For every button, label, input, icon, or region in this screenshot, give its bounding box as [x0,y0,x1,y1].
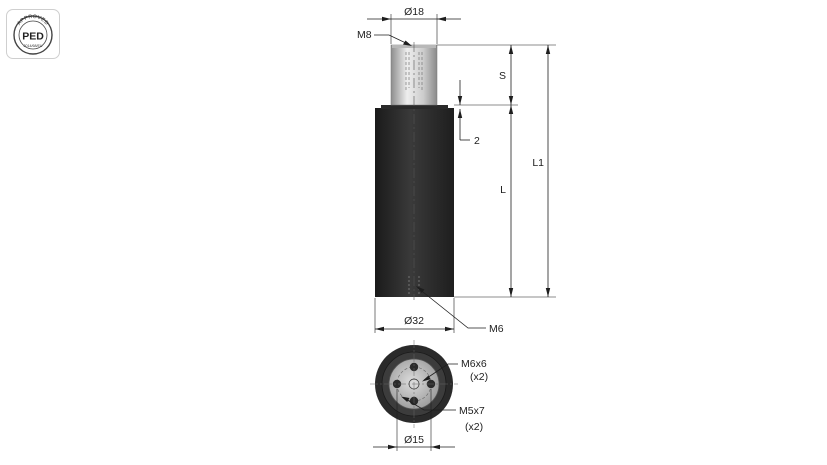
dim-bolt-circle: Ø15 [404,434,424,446]
base-hidden-thread [408,276,420,296]
badge-outer-ring [13,15,53,55]
side-view [375,42,454,300]
dim-end-thread-a-qty: (x2) [470,371,488,383]
rod-hidden-thread [405,52,423,92]
dimension-lines: Ø18 M8 S L L1 2 [357,6,556,335]
dim-end-thread-b: M5x7 [459,405,485,417]
dim-body-diameter: Ø32 [404,315,424,327]
badge-inner-ring [18,20,48,50]
dim-body-length: L [500,184,506,196]
dim-end-thread-b-qty: (x2) [465,421,483,433]
dim-rod-diameter: Ø18 [404,6,424,18]
dim-base-thread: M6 [489,323,504,335]
hole-top [409,362,419,372]
dim-gap: 2 [474,135,480,147]
cylinder-body [375,108,454,297]
end-view-dimensions: M6x6 (x2) M5x7 (x2) Ø15 [373,358,488,451]
hole-left [392,379,402,389]
badge-center-text: PED [22,31,44,43]
body-top-ring [381,105,448,109]
badge-bottom-text: 2014/68/EU [24,44,43,48]
dim-overall-length: L1 [532,157,544,169]
dim-stroke: S [499,70,506,82]
ped-badge-graphic: APPROVED PED 2014/68/EU [13,14,53,55]
dim-end-thread-a: M6x6 [461,358,487,370]
ped-approved-badge: APPROVED PED 2014/68/EU [6,9,60,59]
dim-rod-thread: M8 [357,29,372,41]
end-view [370,340,458,428]
